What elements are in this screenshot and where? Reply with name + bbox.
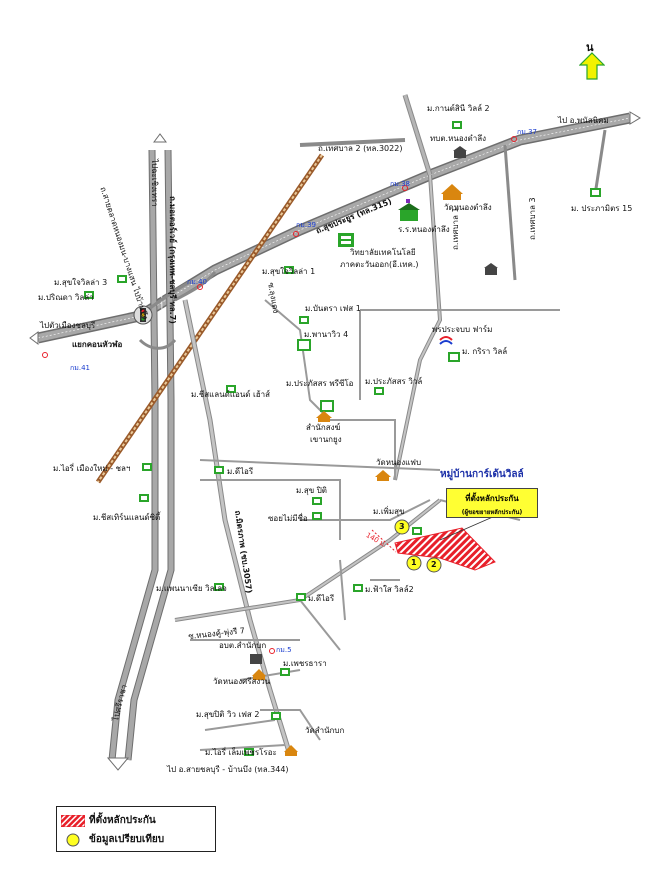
place-fahsai: ม.ฟ้าใส วิลล์2 (365, 585, 414, 594)
legend-row-collateral: ที่ตั้งหลักประกัน (61, 813, 156, 828)
place-kritawill: ม. กริรา วิลล์ (462, 347, 508, 356)
arrow-east-icon (629, 111, 641, 125)
road-label-tessaban1: ถ.เทศบาล 1 (451, 207, 460, 250)
place-cheesland: ม.ชีสแลนด์แอนด์ เฮ้าส์ (191, 390, 271, 399)
project-title: หมู่บ้านการ์เด้นวิลล์ (440, 469, 524, 480)
north-label: น (586, 41, 594, 54)
callout-leader (439, 515, 496, 541)
road-tessaban2-link (299, 138, 406, 147)
legend-comparable-label: ข้อมูลเปรียบเทียบ (89, 834, 165, 845)
place-tbt: ทบต.หนองตำลึง (430, 134, 487, 143)
place-wat-nongtamlueng: วัดหนองตำลึง (444, 203, 492, 212)
callout-subtitle: (ผู้ขอขยายหลักประกัน) (461, 509, 523, 516)
road-label-to-bottom: ไป อ.สายชลบุรี - บ้านบึง (ทล.344) (167, 765, 289, 774)
legend-collateral-label: ที่ตั้งหลักประกัน (89, 815, 156, 826)
road-label-to-chachoengsao: ไปฉะเชิงเทรา (150, 159, 159, 207)
temple-icons (252, 184, 463, 756)
place-college-2: ภาคตะวันออก(อี.เทค.) (340, 260, 419, 269)
comparable-label-3: 3 (399, 522, 405, 531)
km-label-5: กม.5 (276, 646, 292, 654)
place-prapamit: ม. ประภามิตร 15 (571, 204, 633, 213)
road-label-tessaban2: ถ.เทศบาล 2 (ทล.3022) (318, 144, 403, 153)
km-label-41: กม.41 (70, 364, 90, 372)
arrow-west-icon (29, 331, 39, 345)
place-prapawan: พรประจบบ ฟาร์ม (432, 325, 493, 334)
callout-title: ที่ตั้งหลักประกัน (465, 494, 519, 503)
place-prasatsorn-view: ม.ประภัสสร วิวล์ (365, 377, 423, 386)
road-label-to-phanat: ไป อ.พนัสนิคม (558, 116, 609, 125)
km-label-40: กม.40 (187, 278, 207, 286)
place-petcharat: ม.เพชรธารา (283, 659, 327, 668)
km-label-39: กม.39 (296, 221, 316, 229)
comparable-marker-2 (426, 557, 442, 573)
place-school: ร.ร.หนองตำลึง (398, 225, 450, 234)
place-bantara: ม.บันตรา เฟส 1 (305, 304, 361, 313)
comparable-label-2: 2 (431, 560, 437, 569)
place-wat-samnakbok: วัดสำนักบก (305, 726, 345, 735)
comparable-label-1: 1 (411, 558, 417, 567)
place-sukjai1: ม.สุขใจวิลล่า 1 (262, 267, 316, 276)
place-dowri-lemphet: ม.ไอรี่ เล็มเพชรโรอะ (205, 748, 277, 757)
place-wat-nongpaeb: วัดหนองแฟบ (376, 458, 422, 467)
road-label-motorway: ถ.มอเตอร์เวย์ (กรุงเทพ-ชลบุรี ทล.7) (168, 196, 177, 324)
place-diwari-top: ม.ดีไอรี (227, 467, 254, 476)
place-pannasia: ม.แพนนาเซีย วิลเลจ (156, 584, 227, 593)
place-panawiew: ม.พานาวิว 4 (304, 330, 349, 339)
road-label-tessaban3: ถ.เทศบาล 3 (528, 197, 537, 240)
north-arrow-icon (579, 52, 605, 80)
km-label-37: กม.37 (517, 128, 537, 136)
junction-label: แยกคอนหัวฬอ (72, 340, 123, 349)
place-sukjai3: ม.สุขใจวิลล่า 3 (54, 278, 108, 287)
traffic-light-icon (133, 305, 153, 325)
place-obt-samnakbok: อบต.สำนักบก (219, 641, 267, 650)
soi-label: ซอยไม่มีชื่อ (268, 514, 308, 523)
motorway (106, 133, 175, 771)
place-diwari-mid: ม.ดีไอรี (308, 594, 335, 603)
railway (95, 153, 325, 484)
farm-icon (439, 336, 453, 345)
road-prapamit (593, 129, 607, 196)
government-icons (250, 146, 498, 664)
distance-line (371, 529, 397, 553)
north-arrow: น (575, 38, 609, 82)
comparable-marker-1 (406, 555, 422, 571)
place-college-1: วิทยาลัยเทคโนโลยี (350, 248, 416, 257)
map-legend: ที่ตั้งหลักประกัน ข้อมูลเปรียบเทียบ (56, 806, 216, 852)
place-permsuk: ม.เพิ่มสุข (373, 507, 405, 516)
arrow-north-icon (153, 133, 167, 143)
road-label-to-muang: ไปตัวเมืองชลบุรี (40, 321, 96, 330)
km-marker-icons (42, 136, 517, 654)
place-dowri-muang: ม.ไอรี่ เมืองใหม่ - ชลฯ (53, 464, 131, 473)
place-wat-nongsri: วัดหนองศรีสงวน (213, 677, 271, 686)
place-sukpid: ม.สุข ปิติ (296, 486, 327, 495)
place-samnak-1: สำนักสงฆ์ (306, 423, 341, 432)
legend-row-comparable: ข้อมูลเปรียบเทียบ (61, 832, 164, 847)
comparable-marker-3 (394, 519, 410, 535)
school-icon (398, 199, 420, 221)
arrow-south-icon (106, 757, 130, 771)
road-tessaban3 (503, 144, 517, 281)
place-samnak-2: เขานกยูง (310, 435, 342, 444)
circle-marker-icon (66, 833, 80, 846)
place-prasatsorn-free: ม.ประภัสสร พรีซีโอ (286, 379, 354, 388)
place-cheestrun: ม.ชีสเทิร์นแลนด์ซิตี้ (93, 513, 161, 522)
place-sukpid-view: ม.สุขปิติ วิว เฟส 2 (196, 710, 260, 719)
village-icons (84, 121, 601, 756)
place-kanlayanee: ม.กานต์สินี วิลล์ 2 (427, 104, 490, 113)
college-icon (338, 233, 354, 247)
collateral-area (394, 527, 496, 571)
place-parinda: ม.ปริณดา วิลล่า (38, 293, 94, 302)
collateral-callout: ที่ตั้งหลักประกัน (ผู้ขอขยายหลักประกัน) (446, 488, 538, 518)
km-label-38: กม.38 (390, 180, 410, 188)
hatched-area-icon (61, 814, 85, 827)
